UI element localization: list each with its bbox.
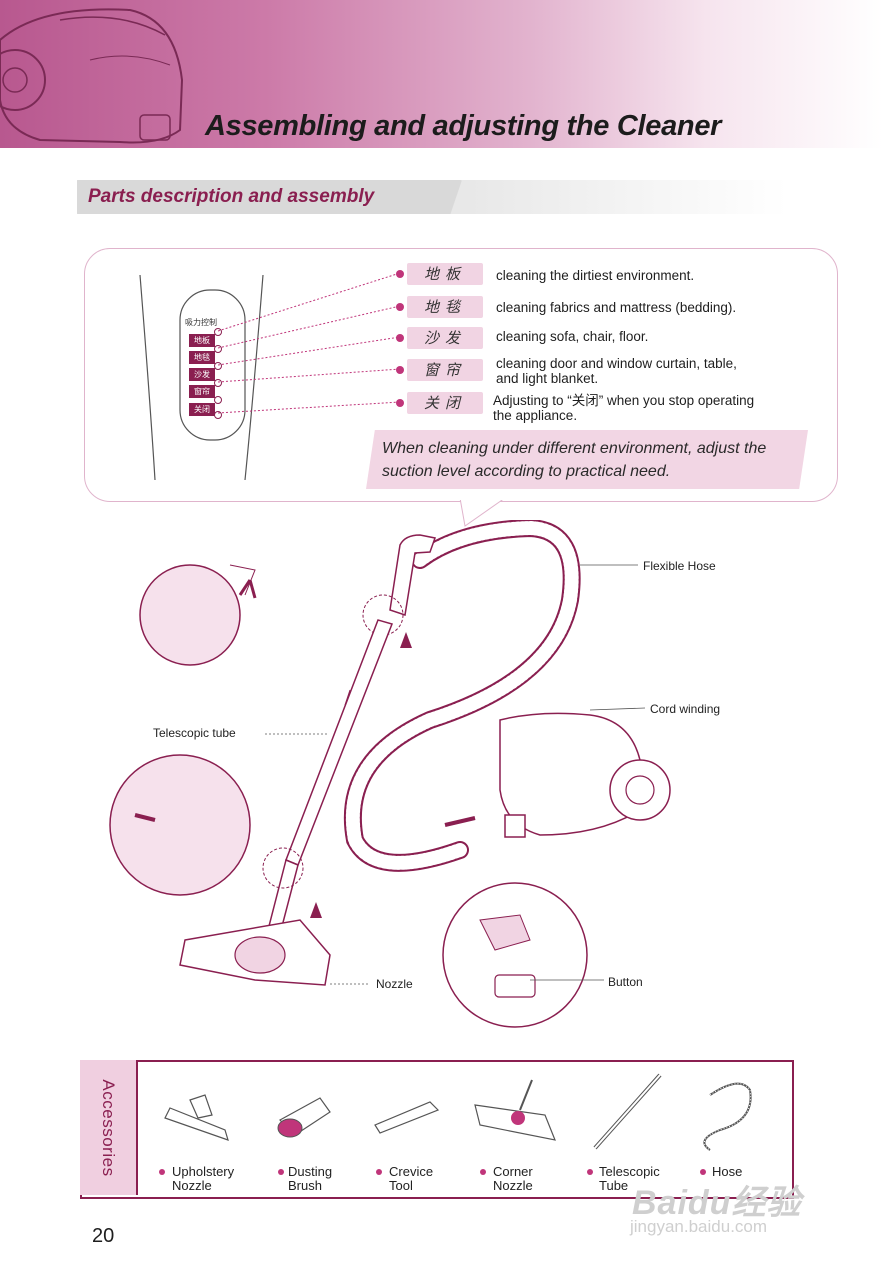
panel-led <box>214 411 222 419</box>
mode-bullet <box>396 399 404 407</box>
page-title: Assembling and adjusting the Cleaner <box>205 110 722 142</box>
mode-description-carpet: cleaning fabrics and mattress (bedding). <box>496 300 737 315</box>
accessories-tab <box>80 1060 138 1195</box>
watermark-brand: Baidu经验 <box>632 1184 802 1222</box>
watermark: Baidu经验 jingyan.baidu.com <box>620 1165 850 1245</box>
header-banner <box>0 0 883 148</box>
panel-led <box>214 345 222 353</box>
label-cord-winding: Cord winding <box>650 702 721 716</box>
telescopic-tube-icon <box>593 1073 662 1150</box>
accessories-title: Accessories <box>99 1078 118 1177</box>
mode-bullet <box>396 270 404 278</box>
panel-button-off: 关闭 <box>189 403 215 416</box>
corner-nozzle-icon <box>474 1079 556 1141</box>
mode-description-off-line2: the appliance. <box>493 408 578 423</box>
callout-tail <box>459 498 507 527</box>
panel-led <box>214 396 222 404</box>
section-title: Parts description and assembly <box>88 186 375 207</box>
watermark-url: jingyan.baidu.com <box>630 1217 768 1236</box>
panel-button-curtain: 窗帘 <box>189 385 215 398</box>
crevice-tool-icon <box>374 1101 440 1134</box>
vacuum-cleaner-diagram <box>109 520 671 1028</box>
accessory-bullet <box>480 1169 486 1175</box>
mode-tag-floor: 地板 <box>407 263 483 285</box>
mode-description-floor: cleaning the dirtiest environment. <box>496 268 695 283</box>
panel-heading: 吸力控制 <box>185 318 217 327</box>
mode-tag-carpet: 地毯 <box>407 296 483 318</box>
accessory-bullet <box>159 1169 165 1175</box>
leader-lines <box>217 272 401 414</box>
handle-control-drawing <box>139 274 264 481</box>
upholstery-nozzle-icon <box>164 1094 229 1141</box>
panel-button-floor: 地板 <box>189 334 215 347</box>
mode-description-curtain: cleaning door and window curtain, table, <box>496 356 737 371</box>
mode-description-sofa: cleaning sofa, chair, floor. <box>496 329 649 344</box>
mode-tag-sofa: 沙发 <box>407 327 483 349</box>
mode-description-curtain-line2: and light blanket. <box>496 371 599 386</box>
accessory-bullet <box>376 1169 382 1175</box>
mode-bullet <box>396 366 404 374</box>
mode-description-off: Adjusting to “关闭” when you stop operatin… <box>493 393 755 408</box>
mode-bullet <box>396 303 404 311</box>
accessory-bullet <box>700 1169 706 1175</box>
section-heading-tab <box>77 180 462 214</box>
panel-led <box>214 379 222 387</box>
panel-button-sofa: 沙发 <box>189 368 215 381</box>
vacuum-header-illustration <box>0 8 184 144</box>
mode-tag-curtain: 窗帘 <box>407 359 483 381</box>
tip-text: When cleaning under different environmen… <box>382 440 767 480</box>
accessory-hose-label: Hose <box>712 1164 743 1179</box>
label-telescopic-tube: Telescopic tube <box>153 726 236 740</box>
label-button: Button <box>608 975 643 989</box>
accessory-bullet <box>278 1169 284 1175</box>
hose-icon <box>703 1082 752 1151</box>
accessory-bullet <box>587 1169 593 1175</box>
accessories-icons <box>164 1073 752 1151</box>
mode-tag-off: 关闭 <box>407 392 483 414</box>
label-nozzle: Nozzle <box>376 977 413 991</box>
panel-led <box>214 328 222 336</box>
page-number: 20 <box>92 1225 115 1247</box>
label-flexible-hose: Flexible Hose <box>643 559 716 573</box>
mode-bullet <box>396 334 404 342</box>
panel-button-carpet: 地毯 <box>189 351 215 364</box>
dusting-brush-icon <box>277 1097 331 1138</box>
tip-box <box>366 430 808 489</box>
panel-led <box>214 362 222 370</box>
